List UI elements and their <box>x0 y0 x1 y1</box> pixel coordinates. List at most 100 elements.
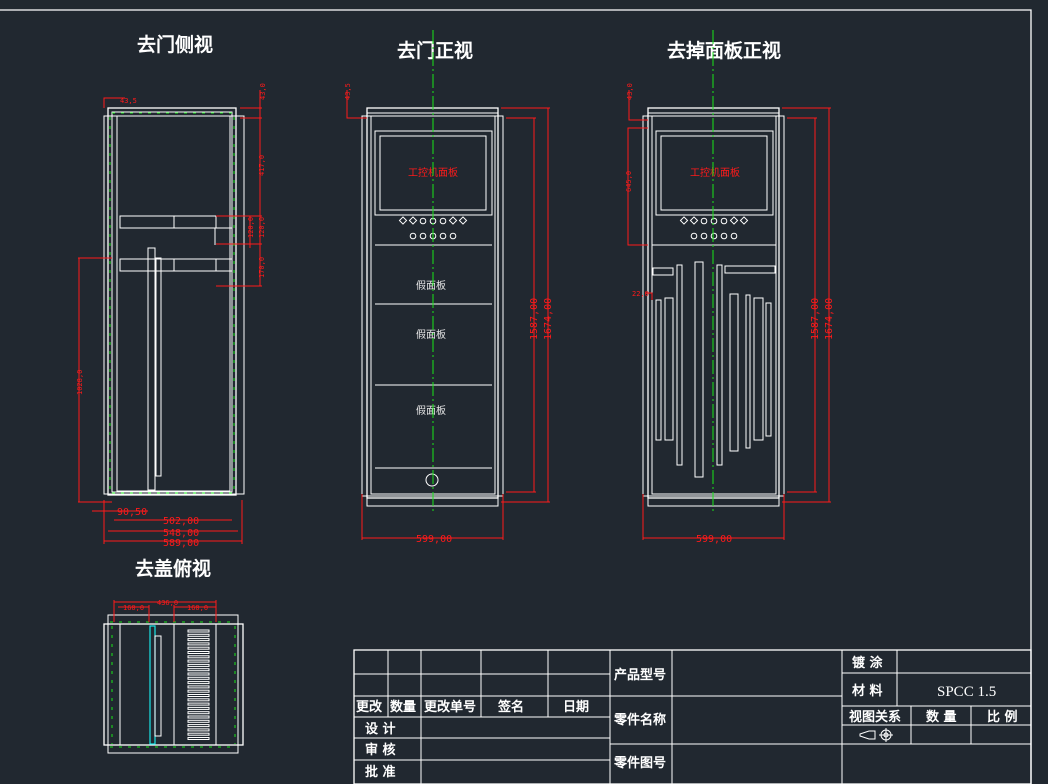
vent-slot <box>187 698 210 702</box>
blank-panel-label-3: 假面板 <box>416 404 446 417</box>
diamond-button-icon <box>398 216 408 225</box>
vent-slot <box>187 719 210 723</box>
side-dim-h2b: 120,0 <box>258 217 266 238</box>
first-angle-projection-icon <box>859 728 893 742</box>
side-view-terminal-strip <box>155 257 162 477</box>
side-view-vertical-rail <box>147 247 156 491</box>
side-dim-w1: 90,50 <box>117 507 147 518</box>
front-dim-top: 43,5 <box>344 83 352 100</box>
din-rail-small <box>652 267 674 276</box>
vent-slot <box>187 655 210 659</box>
front-dim-top-line <box>346 90 367 119</box>
rev-header-qty: 数量 <box>390 699 416 715</box>
front-dim-h-outer: 1674,00 <box>543 298 554 340</box>
side-dim-top-h: 43,0 <box>259 83 267 100</box>
round-button-icon <box>700 217 708 225</box>
terminal-strip-3 <box>729 293 739 452</box>
diamond-button-icon <box>689 216 699 225</box>
vent-slot <box>187 633 210 637</box>
side-view-title: 去门侧视 <box>137 33 213 56</box>
side-dim-top-offset: 43,5 <box>120 97 137 105</box>
rev-header-date: 日期 <box>563 700 589 715</box>
vent-slot <box>187 685 210 689</box>
side-dim-h1: 417,0 <box>258 155 266 176</box>
vent-slot <box>187 724 210 728</box>
vent-slot <box>187 737 210 740</box>
round-button-icon <box>720 232 728 240</box>
side-view-shelf-2-rail <box>173 258 217 272</box>
open-dim-offset: 22,0 <box>632 290 649 298</box>
door-lock-icon <box>425 473 439 487</box>
rev-header-change-no: 更改单号 <box>424 699 476 715</box>
side-dim-h2a: 120,0 <box>247 217 255 238</box>
diamond-button-icon <box>739 216 749 225</box>
front-view: 去门正视 工控机面板 假面板 假面板 假面板 43,5 1587,00 1674… <box>344 30 554 545</box>
top-view-terminal-block <box>154 635 162 737</box>
vent-slot <box>187 715 210 719</box>
side-view-inner-frame <box>111 111 233 493</box>
vent-slot <box>187 672 210 676</box>
ipc-panel-label-2: 工控机面板 <box>690 166 740 179</box>
terminal-strip-1 <box>664 297 674 441</box>
vent-slot <box>187 676 210 680</box>
diamond-button-icon <box>458 216 468 225</box>
ipc-panel-outer-2 <box>655 130 774 216</box>
top-view: 去盖俯视 436,0 160,0 160,0 <box>103 557 244 754</box>
side-view-shelf-1-rail <box>173 215 217 229</box>
round-button-icon <box>439 232 447 240</box>
vent-slot <box>187 651 210 654</box>
role-design-label: 设 计 <box>365 721 396 737</box>
side-view: 去门侧视 43,5 43,0 417,0 120,0 120,0 170,0 <box>76 33 267 549</box>
terminal-strip-4 <box>753 297 764 441</box>
round-button-icon <box>419 217 427 225</box>
vent-slot <box>187 663 210 667</box>
role-approve-label: 批 准 <box>365 764 396 780</box>
quantity-label: 数 量 <box>926 709 957 725</box>
round-button-icon <box>449 232 457 240</box>
top-view-cyan-rail <box>149 625 156 745</box>
vent-slot <box>187 646 210 650</box>
open-dim-panel-line <box>627 127 648 246</box>
vent-slot <box>187 706 210 710</box>
drawing-frame <box>0 9 1032 784</box>
side-view-shelf-2 <box>119 258 233 272</box>
round-button-icon <box>419 232 427 240</box>
wire-duct-3 <box>716 264 723 466</box>
top-view-vent-slots <box>187 629 210 740</box>
part-name-label: 零件名称 <box>613 712 666 728</box>
round-button-icon <box>710 217 718 225</box>
front-dim-width: 599,00 <box>416 534 452 545</box>
side-dim-w2: 502,00 <box>163 516 199 527</box>
side-view-inner-cavity <box>116 115 231 492</box>
wire-duct-4 <box>745 294 751 449</box>
open-dim-top: 43,0 <box>626 83 634 100</box>
wire-duct-5 <box>765 302 772 437</box>
part-drawing-label: 零件图号 <box>613 755 666 771</box>
din-rail-top <box>724 265 776 274</box>
vent-slot <box>187 629 210 633</box>
side-dim-h3: 170,0 <box>258 257 266 278</box>
blank-panel-label-2: 假面板 <box>416 328 446 341</box>
round-button-icon <box>409 232 417 240</box>
open-dim-h-outer: 1674,00 <box>824 298 835 340</box>
open-dim-panel-h: 645,0 <box>625 171 633 192</box>
side-dim-w3: 548,00 <box>163 528 199 539</box>
vent-slot <box>187 728 210 732</box>
top-view-frame <box>107 614 239 754</box>
top-dim-overall: 436,0 <box>157 599 178 607</box>
ipc-panel-buttons <box>398 216 468 240</box>
wire-duct-2 <box>676 264 683 466</box>
product-model-label: 产品型号 <box>614 667 666 683</box>
vent-slot <box>187 681 210 685</box>
side-dim-tall: 1028,0 <box>76 370 84 395</box>
vent-slot <box>187 659 210 663</box>
rev-header-change: 更改 <box>356 699 383 715</box>
diamond-button-icon <box>408 216 418 225</box>
top-dim-right: 160,0 <box>187 604 208 612</box>
vent-slot <box>187 668 210 672</box>
side-dim-w4: 589,00 <box>163 538 199 549</box>
open-dim-offset-line <box>645 292 653 300</box>
view-relation-label: 视图关系 <box>849 709 901 725</box>
coating-label: 镀 涂 <box>852 655 884 671</box>
